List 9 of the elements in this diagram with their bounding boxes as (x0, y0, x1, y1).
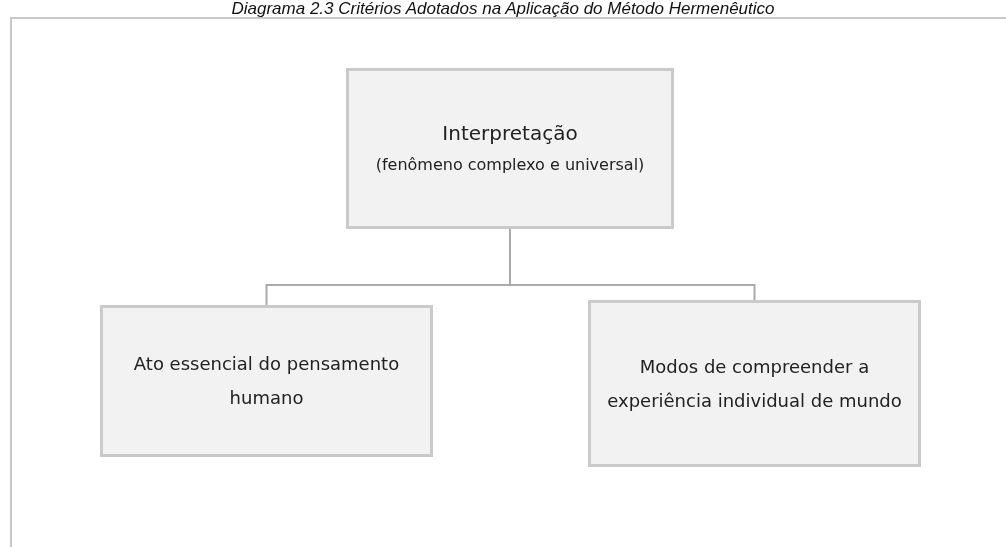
node-text: Modos de compreender a experiência individual de mundo (606, 354, 903, 413)
text-box (588, 300, 921, 467)
text-box (100, 305, 433, 457)
node-text: (fenômeno complexo e universal) (375, 153, 645, 176)
diagram-title: Diagrama 2.3 Critérios Adotados na Aplicação do Método Hermenêutico (230, 0, 776, 18)
connector-line (509, 228, 756, 301)
node-text: Ato essencial do pensamento humano (132, 352, 401, 410)
node-heading: Interpretação (442, 119, 578, 147)
text-box (346, 68, 674, 229)
